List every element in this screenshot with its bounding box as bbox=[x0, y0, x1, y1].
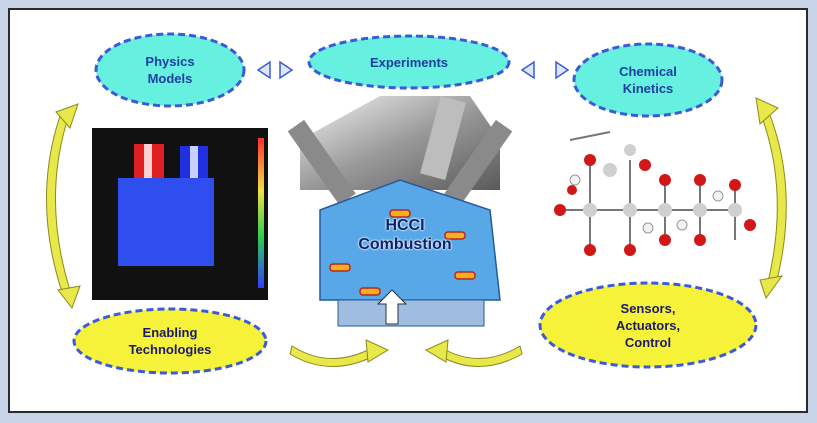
right-cycle-arrow bbox=[759, 109, 787, 285]
engine-cutaway bbox=[287, 95, 513, 327]
atom-oxygen bbox=[639, 159, 651, 171]
chemical-kinetics-label: Chemical Kinetics bbox=[619, 64, 677, 96]
link-arrow-left-2 bbox=[279, 60, 294, 80]
physics-models-label: Physics Models bbox=[145, 54, 195, 86]
right-arrow-head-top bbox=[755, 97, 779, 125]
bottom-left-arrow-head bbox=[365, 339, 390, 363]
simulation-image bbox=[92, 128, 268, 300]
atom-carbon bbox=[623, 203, 637, 217]
right-arrow-head-bottom bbox=[759, 275, 784, 300]
atom-carbon bbox=[583, 203, 597, 217]
engine-injector bbox=[420, 95, 466, 181]
atom-oxygen bbox=[567, 185, 577, 195]
engine-chamber bbox=[319, 179, 501, 301]
experiments-label: Experiments bbox=[369, 54, 449, 70]
atom-oxygen bbox=[694, 174, 706, 186]
left-arrow-head-bottom bbox=[57, 285, 81, 310]
link-arrow-right-2 bbox=[555, 60, 570, 80]
atom-carbon bbox=[693, 203, 707, 217]
engine-valve-stem-right bbox=[444, 119, 513, 206]
bottom-right-arrow bbox=[439, 345, 523, 367]
atom-carbon bbox=[624, 144, 636, 156]
atom-carbon bbox=[658, 203, 672, 217]
enabling-technologies-node bbox=[72, 307, 268, 375]
atom-hydrogen bbox=[712, 190, 724, 202]
link-arrow-left-1 bbox=[256, 60, 271, 80]
bottom-right-arrow-head bbox=[424, 339, 449, 363]
ellipse-nodes bbox=[72, 32, 758, 375]
sensors-actuators-control-node bbox=[538, 281, 758, 369]
atom-oxygen bbox=[694, 234, 706, 246]
link-arrow-right-1 bbox=[520, 60, 535, 80]
atom-oxygen bbox=[744, 219, 756, 231]
atom-oxygen bbox=[659, 234, 671, 246]
experiments-node bbox=[307, 34, 511, 90]
left-arrow-head-top bbox=[55, 103, 79, 129]
engine-valve-stem-left bbox=[287, 119, 356, 206]
atom-hydrogen bbox=[642, 222, 654, 234]
piston-arrow-icon bbox=[376, 289, 408, 325]
atom-hydrogen bbox=[676, 219, 688, 231]
simulation-colorbar bbox=[258, 138, 264, 288]
physics-models-node bbox=[94, 32, 246, 108]
fuel-blob-3 bbox=[359, 287, 381, 296]
left-cycle-arrow bbox=[46, 115, 71, 293]
bottom-left-arrow bbox=[289, 345, 375, 367]
simulation-block bbox=[118, 178, 214, 266]
atom-hydrogen bbox=[569, 174, 581, 186]
enabling-technologies-label: Enabling Technologies bbox=[128, 325, 212, 357]
atom-carbon bbox=[728, 203, 742, 217]
hcci-combustion-label: HCCI Combustion bbox=[358, 217, 452, 253]
atom-oxygen bbox=[729, 179, 741, 191]
molecule-structure bbox=[554, 131, 756, 256]
link-arrows bbox=[256, 60, 570, 80]
atom-oxygen bbox=[584, 154, 596, 166]
atom-oxygen bbox=[584, 244, 596, 256]
simulation-blue-valve-core bbox=[190, 146, 198, 178]
atom-oxygen bbox=[659, 174, 671, 186]
simulation-red-valve-core bbox=[144, 144, 152, 178]
fuel-blob-4 bbox=[454, 271, 476, 280]
sensors-actuators-control-label: Sensors, Actuators, Control bbox=[615, 300, 681, 350]
cycle-arrows bbox=[46, 97, 787, 367]
fuel-blob-1 bbox=[329, 263, 351, 272]
atom-carbon bbox=[603, 163, 617, 177]
chemical-kinetics-node bbox=[572, 42, 724, 118]
atom-oxygen bbox=[554, 204, 566, 216]
fuel-blob-2 bbox=[444, 231, 466, 240]
engine-piston bbox=[337, 299, 485, 327]
fuel-blob-5 bbox=[389, 209, 411, 218]
atom-oxygen bbox=[624, 244, 636, 256]
